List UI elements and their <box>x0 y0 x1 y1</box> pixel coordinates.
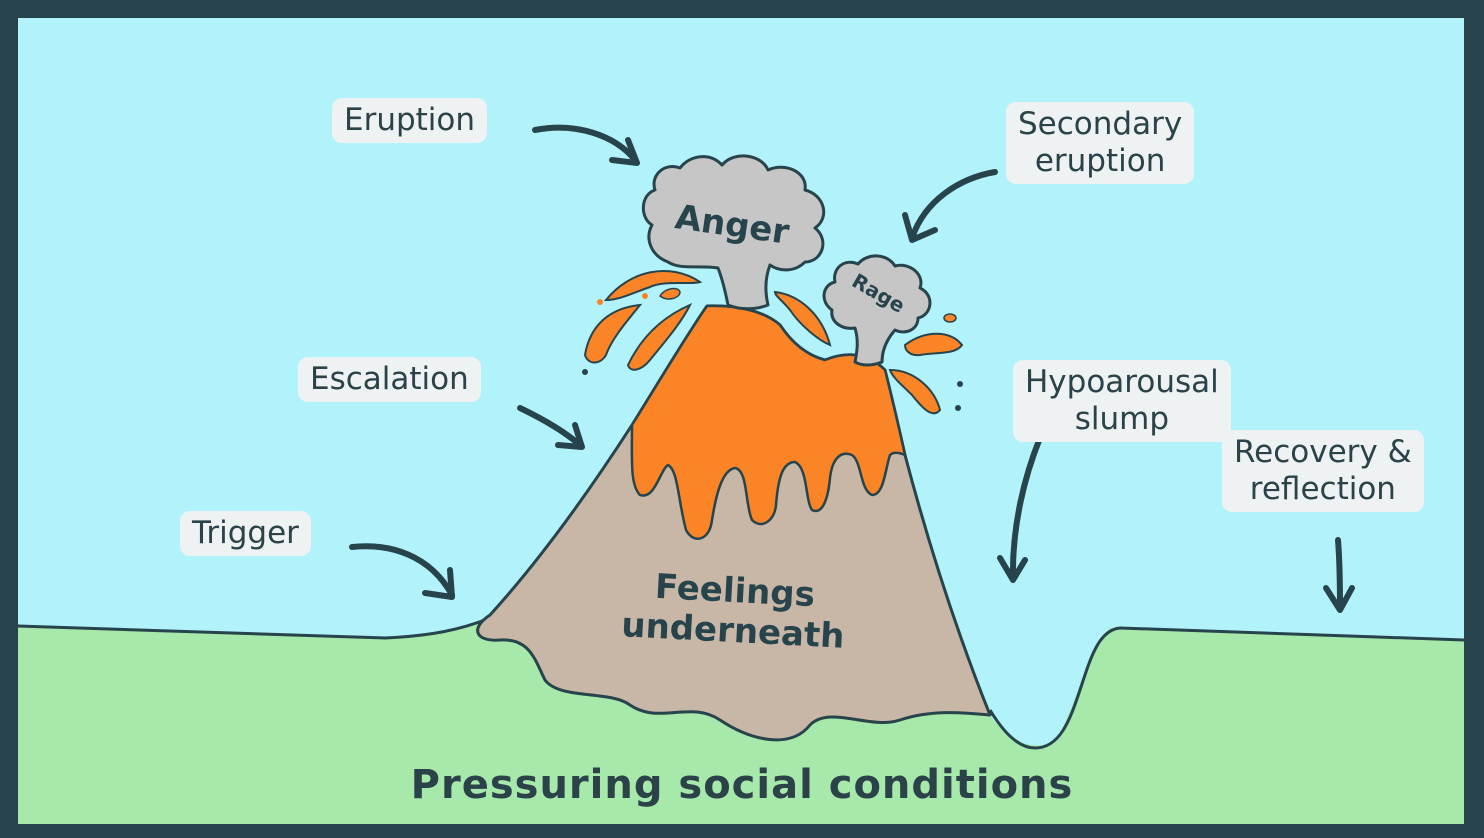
lava-drop <box>597 299 603 305</box>
lava-drop <box>955 405 961 411</box>
secondary-eruption-label: Secondary eruption <box>1006 102 1194 184</box>
recovery-reflection-label: Recovery & reflection <box>1222 430 1424 512</box>
escalation-label: Escalation <box>298 357 481 402</box>
lava-drop <box>957 381 963 387</box>
lava-drop <box>582 369 588 375</box>
recovery-arrow <box>1338 540 1340 608</box>
lava-drop <box>944 314 956 322</box>
lava-drop <box>642 293 648 299</box>
trigger-label: Trigger <box>180 511 311 556</box>
eruption-label: Eruption <box>332 98 487 143</box>
pressuring-social-conditions-label: Pressuring social conditions <box>0 762 1484 808</box>
hypoarousal-slump-label: Hypoarousal slump <box>1013 360 1231 442</box>
